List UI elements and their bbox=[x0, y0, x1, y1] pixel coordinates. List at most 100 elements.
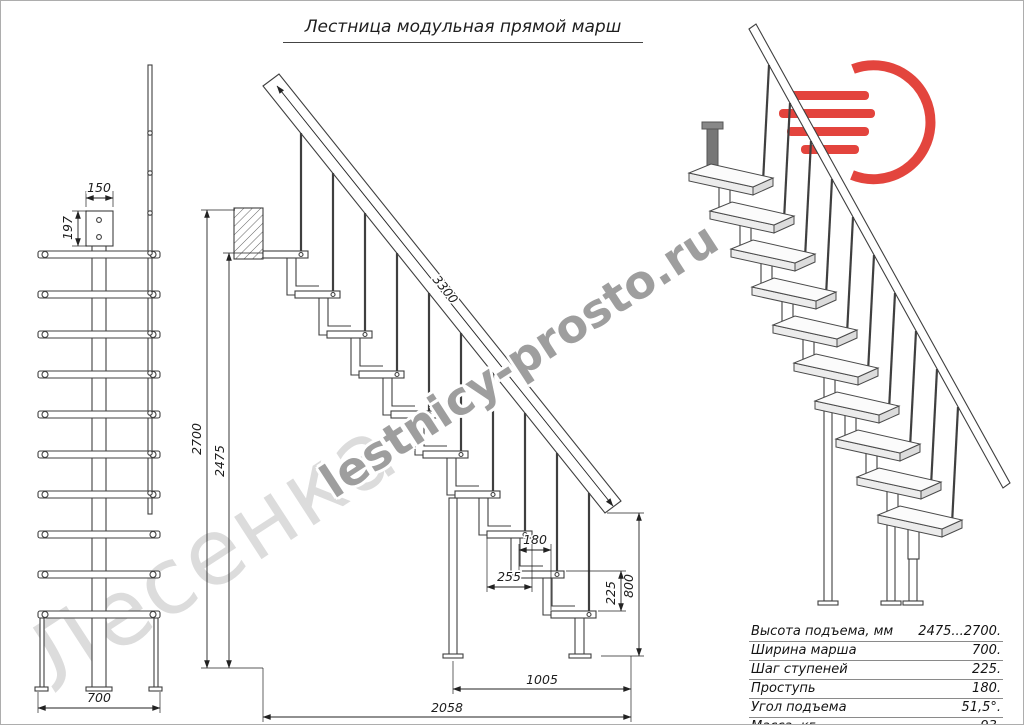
dim-label-180: 180 bbox=[523, 532, 547, 547]
side-baluster-bolt bbox=[394, 371, 400, 378]
front-step-tread bbox=[37, 410, 161, 419]
dim-label-2475: 2475 bbox=[212, 445, 227, 477]
side-support-post bbox=[448, 497, 458, 657]
spec-label: Масса, кг bbox=[751, 719, 815, 724]
front-post-joint bbox=[147, 370, 153, 376]
side-step-tread bbox=[486, 530, 533, 539]
spec-label: Проступь bbox=[751, 681, 816, 696]
iso-step-tread bbox=[876, 505, 964, 530]
dim-label-800: 800 bbox=[621, 574, 636, 598]
iso-step-module bbox=[907, 528, 920, 560]
front-post-joint bbox=[147, 330, 153, 336]
dim-label-700: 700 bbox=[87, 690, 111, 705]
iso-foot-plate bbox=[817, 600, 839, 606]
iso-support-post bbox=[886, 520, 896, 602]
side-step-module bbox=[359, 338, 383, 367]
spec-value: 225. bbox=[972, 662, 1001, 677]
dim-bracket-width: 150 bbox=[86, 179, 114, 207]
front-view: 150 197 700 bbox=[34, 64, 163, 713]
front-step-bolt bbox=[41, 290, 49, 299]
side-step-module bbox=[446, 458, 479, 496]
dim-height-min: 2475 bbox=[211, 252, 263, 669]
front-step-bolt bbox=[149, 610, 157, 619]
dim-label-1005: 1005 bbox=[526, 672, 558, 687]
iso-steps bbox=[687, 64, 964, 560]
front-bracket-bolt bbox=[96, 217, 102, 223]
front-steps bbox=[37, 130, 161, 619]
iso-baluster bbox=[803, 140, 813, 259]
spec-row: Высота подъема, мм 2475...2700. bbox=[749, 623, 1003, 642]
iso-step-tread bbox=[687, 163, 775, 188]
iso-view bbox=[687, 23, 1011, 606]
dim-label-225: 225 bbox=[603, 581, 618, 605]
spec-label: Шаг ступеней bbox=[751, 662, 848, 677]
iso-step-tread bbox=[792, 353, 880, 378]
front-post-joint bbox=[147, 170, 153, 176]
front-step-bolt bbox=[41, 370, 49, 379]
logo-swoosh bbox=[779, 60, 936, 185]
dim-label-255: 255 bbox=[497, 569, 521, 584]
spec-row: Угол подъема 51,5°. bbox=[749, 699, 1003, 718]
iso-support-post bbox=[823, 406, 833, 602]
side-baluster-bolt bbox=[298, 251, 304, 258]
iso-baluster bbox=[782, 102, 792, 221]
side-view: 3300 2700 2475 180 bbox=[188, 73, 644, 722]
front-step-tread bbox=[37, 250, 161, 259]
logo-stripe bbox=[787, 127, 869, 136]
iso-baluster bbox=[929, 368, 939, 487]
front-right-leg bbox=[153, 617, 159, 690]
spec-row: Проступь 180. bbox=[749, 680, 1003, 699]
iso-step-tread bbox=[729, 239, 817, 264]
front-post-joint bbox=[147, 290, 153, 296]
front-post-joint bbox=[147, 250, 153, 256]
side-step-module bbox=[455, 458, 479, 487]
iso-baluster bbox=[950, 406, 960, 525]
side-baluster-bolt bbox=[458, 451, 464, 458]
dim-label-2058: 2058 bbox=[431, 700, 463, 715]
front-step-tread bbox=[37, 490, 161, 499]
side-foot-plate bbox=[442, 653, 464, 659]
front-step-tread bbox=[37, 370, 161, 379]
front-foot-plate bbox=[34, 686, 49, 692]
dim-height-full: 2700 bbox=[188, 209, 263, 669]
side-step-tread bbox=[550, 610, 597, 619]
spec-table: Высота подъема, мм 2475...2700. Ширина м… bbox=[749, 623, 1003, 724]
spec-label: Высота подъема, мм bbox=[751, 624, 894, 639]
front-post-joint bbox=[147, 210, 153, 216]
iso-baluster bbox=[761, 64, 771, 183]
dim-bracket-height: 197 bbox=[59, 210, 87, 247]
logo-stripe bbox=[787, 91, 869, 100]
side-baluster-bolt bbox=[554, 571, 560, 578]
side-step-module bbox=[487, 498, 511, 527]
dim-label-2700: 2700 bbox=[189, 423, 204, 455]
dim-tread-depth: 255 bbox=[486, 538, 533, 592]
side-foot-plate bbox=[568, 653, 592, 659]
front-handrail-post bbox=[147, 64, 153, 515]
iso-baluster bbox=[887, 292, 897, 411]
side-baluster-bolt bbox=[586, 611, 592, 618]
front-step-bolt bbox=[149, 530, 157, 539]
front-post-joint bbox=[147, 490, 153, 496]
dim-total-run: 2058 bbox=[262, 668, 632, 722]
dim-support-span: 1005 bbox=[452, 656, 632, 694]
drawing-title: Лестница модульная прямой марш bbox=[283, 17, 643, 43]
iso-wall-bracket-plate bbox=[701, 121, 724, 130]
side-baluster-bolt bbox=[330, 291, 336, 298]
floor-slab-hatch bbox=[233, 207, 264, 260]
iso-step-tread bbox=[771, 315, 859, 340]
front-post-joint bbox=[147, 410, 153, 416]
iso-step-tread bbox=[708, 201, 796, 226]
iso-step-tread bbox=[750, 277, 838, 302]
front-post-joint bbox=[147, 450, 153, 456]
iso-handrail bbox=[748, 23, 1011, 489]
spec-row: Масса, кг 93. bbox=[749, 718, 1003, 724]
logo-arc-path bbox=[850, 60, 936, 185]
dim-step-rise: 225 bbox=[566, 570, 626, 612]
front-left-leg bbox=[39, 617, 45, 690]
side-step-module bbox=[286, 258, 319, 296]
front-bracket-bolt bbox=[96, 234, 102, 240]
dim-tread-run: 180 bbox=[518, 531, 552, 610]
front-step-tread bbox=[37, 530, 161, 539]
